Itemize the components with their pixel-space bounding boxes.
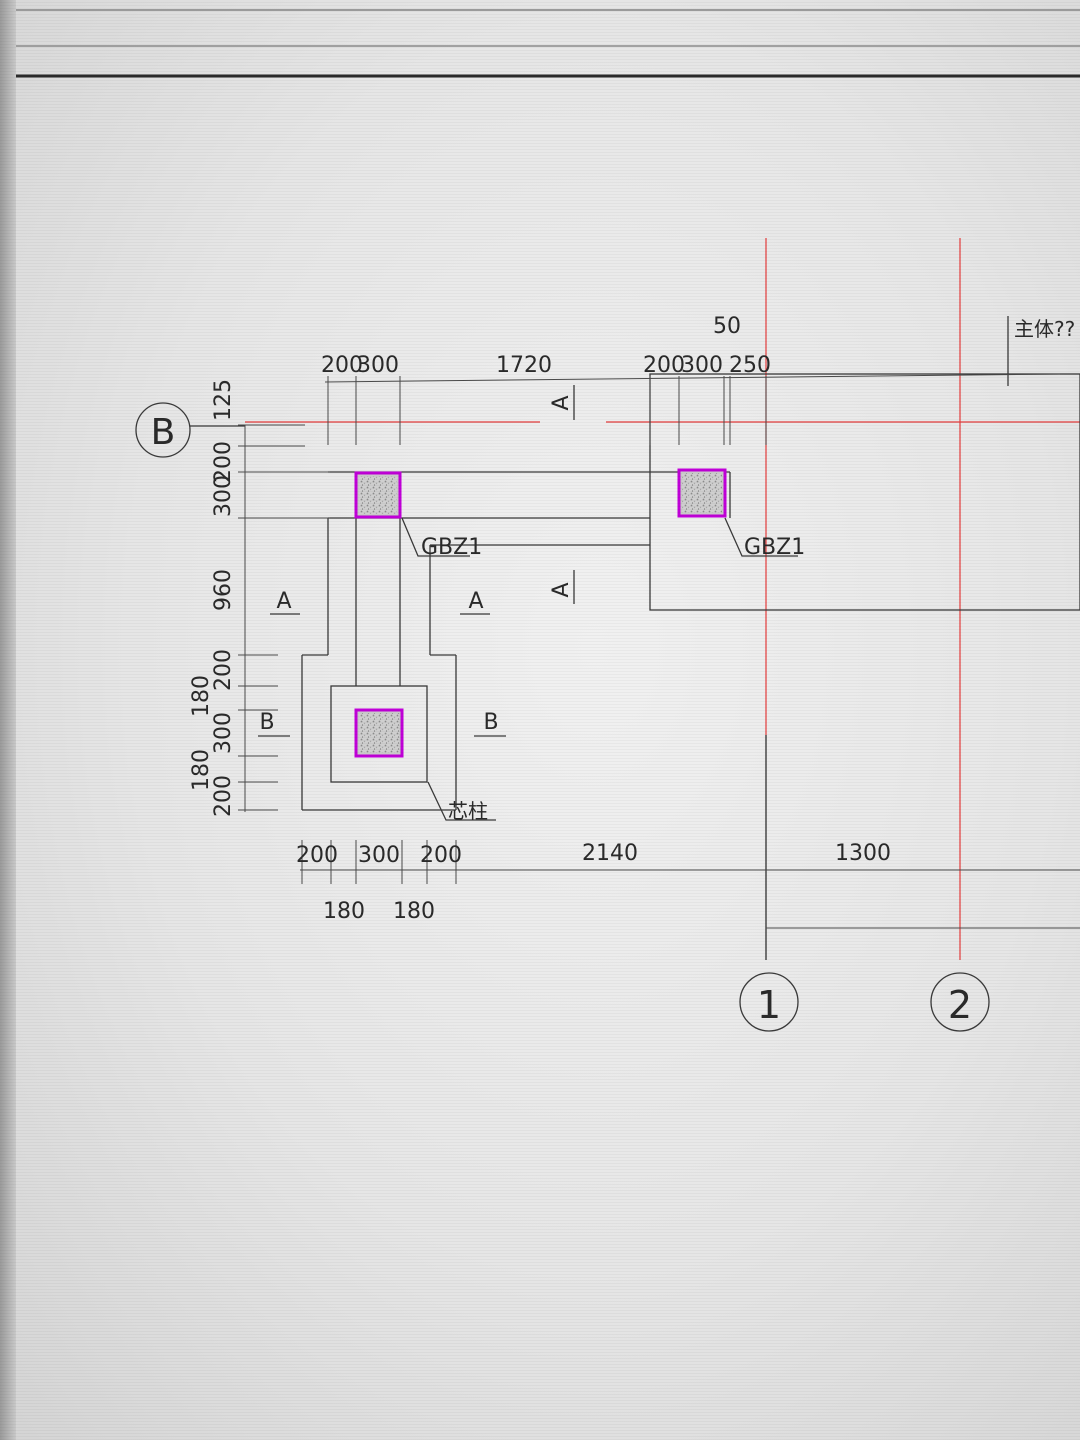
svg-text:50: 50	[713, 314, 741, 339]
grid-lines	[245, 238, 1080, 960]
tag-main-body: 主体??	[1007, 316, 1075, 386]
svg-text:1300: 1300	[835, 841, 891, 866]
svg-text:芯柱: 芯柱	[448, 799, 488, 823]
svg-text:A: A	[276, 589, 291, 614]
svg-text:200: 200	[296, 843, 338, 868]
svg-text:A: A	[549, 395, 574, 410]
svg-text:200: 200	[211, 441, 236, 483]
tag-core-column: 芯柱	[427, 781, 496, 823]
axis-label-b: B	[151, 412, 176, 453]
column-gbz1-left	[354, 471, 402, 519]
svg-text:180: 180	[189, 749, 214, 791]
svg-text:300: 300	[681, 353, 723, 378]
column-core	[354, 708, 404, 758]
svg-text:960: 960	[211, 569, 236, 611]
svg-text:180: 180	[393, 899, 435, 924]
svg-text:125: 125	[211, 379, 236, 421]
svg-text:主体??: 主体??	[1014, 317, 1075, 341]
svg-text:200: 200	[321, 353, 363, 378]
svg-text:300: 300	[357, 353, 399, 378]
axis-bubble-2: 2	[930, 972, 990, 1032]
svg-text:A: A	[549, 582, 574, 597]
svg-text:180: 180	[323, 899, 365, 924]
foundation-outline	[301, 373, 1080, 811]
svg-text:250: 250	[729, 353, 771, 378]
svg-text:A: A	[468, 589, 483, 614]
section-marks: A A A A B B	[258, 385, 575, 737]
svg-text:200: 200	[420, 843, 462, 868]
svg-text:B: B	[259, 710, 274, 735]
tag-gbz1-right: GBZ1	[724, 517, 805, 560]
axis-label-1: 1	[757, 983, 781, 1027]
bottom-dimensions: 200 300 200 180 180 2140 1300	[296, 840, 1080, 929]
svg-text:180: 180	[189, 675, 214, 717]
axis-bubble-b: B	[135, 402, 245, 458]
svg-text:B: B	[483, 710, 498, 735]
top-dimensions: 200 300 1720 200 300 250 50	[321, 314, 1061, 445]
window-top-border	[16, 9, 1080, 78]
svg-text:2140: 2140	[582, 841, 638, 866]
svg-text:GBZ1: GBZ1	[744, 535, 805, 560]
axis-label-2: 2	[948, 983, 972, 1027]
svg-text:GBZ1: GBZ1	[421, 535, 482, 560]
column-gbz1-right	[677, 468, 727, 518]
svg-text:200: 200	[643, 353, 685, 378]
svg-text:1720: 1720	[496, 353, 552, 378]
svg-text:300: 300	[358, 843, 400, 868]
tag-gbz1-left: GBZ1	[401, 517, 482, 560]
svg-text:200: 200	[211, 775, 236, 817]
axis-bubble-1: 1	[739, 972, 799, 1032]
svg-text:300: 300	[211, 712, 236, 754]
monitor-bezel	[0, 0, 16, 1440]
svg-text:300: 300	[211, 475, 236, 517]
svg-text:200: 200	[211, 649, 236, 691]
left-dimensions: 125 200 300 960 200 180 300 180 200	[189, 379, 330, 817]
